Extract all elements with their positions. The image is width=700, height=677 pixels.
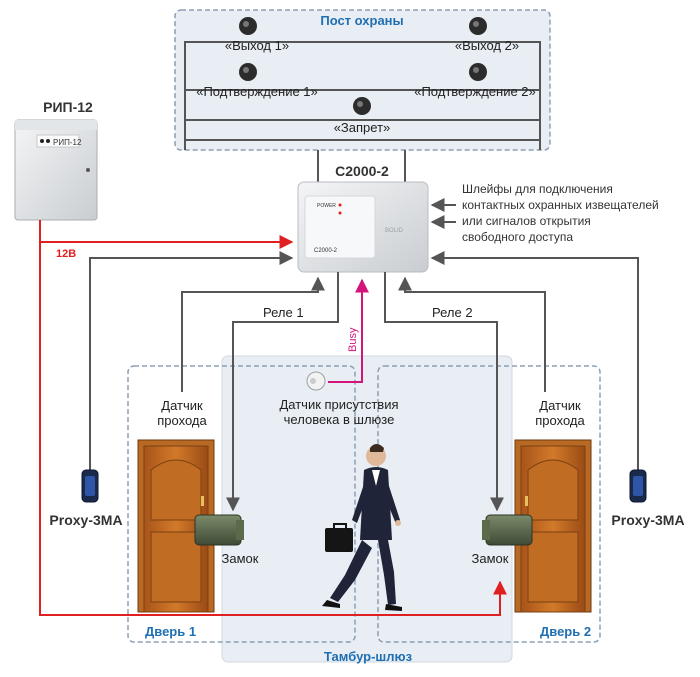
- post-to-controller-wires: [317, 150, 406, 182]
- pass-sensor-left-label-1: Датчик: [161, 398, 203, 413]
- confirm2-label: «Подтверждение 2»: [414, 84, 536, 99]
- lock-left: Замок: [194, 514, 259, 566]
- presence-sensor: Датчик присутствия человека в шлюзе: [279, 371, 399, 427]
- presence-label-1: Датчик присутствия: [279, 397, 398, 412]
- exit1-label: «Выход 1»: [225, 38, 289, 53]
- reader-left: Proxy-3MA: [49, 469, 123, 528]
- controller-c2000-2: С2000-2 POWER С2000-2 BOLID: [297, 163, 429, 273]
- pass-sensor-right-label-2: прохода: [535, 413, 585, 428]
- exit1-button[interactable]: «Выход 1»: [225, 17, 289, 53]
- psu-panel-label: РИП-12: [53, 138, 82, 147]
- door1-zone: Дверь 1: [127, 365, 356, 643]
- loops-annotation: Шлейфы для подключения контактных охранн…: [430, 182, 659, 244]
- pass-sensor-right-label-1: Датчик: [539, 398, 581, 413]
- loops-line-4: свободного доступа: [462, 230, 573, 244]
- relay2-label: Реле 2: [432, 305, 473, 320]
- psu-rip-12: РИП-12 РИП-12: [14, 99, 98, 221]
- confirm1-label: «Подтверждение 1»: [196, 84, 318, 99]
- loops-line-3: или сигналов открытия: [462, 214, 591, 228]
- security-post-zone: Пост охраны: [174, 9, 551, 151]
- presence-label-2: человека в шлюзе: [284, 412, 395, 427]
- voltage-label: 12В: [56, 248, 76, 260]
- post-buttons: «Выход 1» «Выход 2» «Подтверждение 1» «П…: [196, 17, 536, 135]
- exit2-label: «Выход 2»: [455, 38, 519, 53]
- relay1-label: Реле 1: [263, 305, 304, 320]
- controller-panel-top: POWER: [317, 203, 336, 209]
- zone-title-post: Пост охраны: [320, 13, 403, 28]
- confirm1-button[interactable]: «Подтверждение 1»: [196, 63, 318, 99]
- busy-label: Busy: [347, 327, 359, 352]
- ban-button[interactable]: «Запрет»: [334, 97, 391, 135]
- lock-right-label: Замок: [472, 551, 509, 566]
- ban-label: «Запрет»: [334, 120, 391, 135]
- reader-left-label: Proxy-3MA: [49, 512, 122, 528]
- reader-right: Proxy-3MA: [611, 469, 685, 528]
- controller-title: С2000-2: [335, 163, 389, 179]
- controller-panel-bottom: С2000-2: [314, 248, 338, 254]
- reader-right-label: Proxy-3MA: [611, 512, 684, 528]
- zone-title-door2: Дверь 2: [540, 624, 591, 639]
- loops-line-2: контактных охранных извещателей: [462, 198, 659, 212]
- signal-wires: [89, 251, 639, 512]
- power-wires: [39, 220, 507, 616]
- person-figure: [322, 444, 402, 611]
- post-wiring: [184, 41, 541, 150]
- lock-left-label: Замок: [222, 551, 259, 566]
- lock-right: Замок: [472, 514, 533, 566]
- pass-sensor-left-label-2: прохода: [157, 413, 207, 428]
- exit2-button[interactable]: «Выход 2»: [455, 17, 519, 53]
- zone-title-door1: Дверь 1: [145, 624, 196, 639]
- loops-line-1: Шлейфы для подключения: [462, 182, 613, 196]
- zone-title-airlock: Тамбур-шлюз: [324, 649, 413, 664]
- controller-brand: BOLID: [385, 228, 404, 234]
- confirm2-button[interactable]: «Подтверждение 2»: [414, 63, 536, 99]
- psu-title: РИП-12: [43, 99, 93, 115]
- busy-wire: Busy: [328, 278, 369, 383]
